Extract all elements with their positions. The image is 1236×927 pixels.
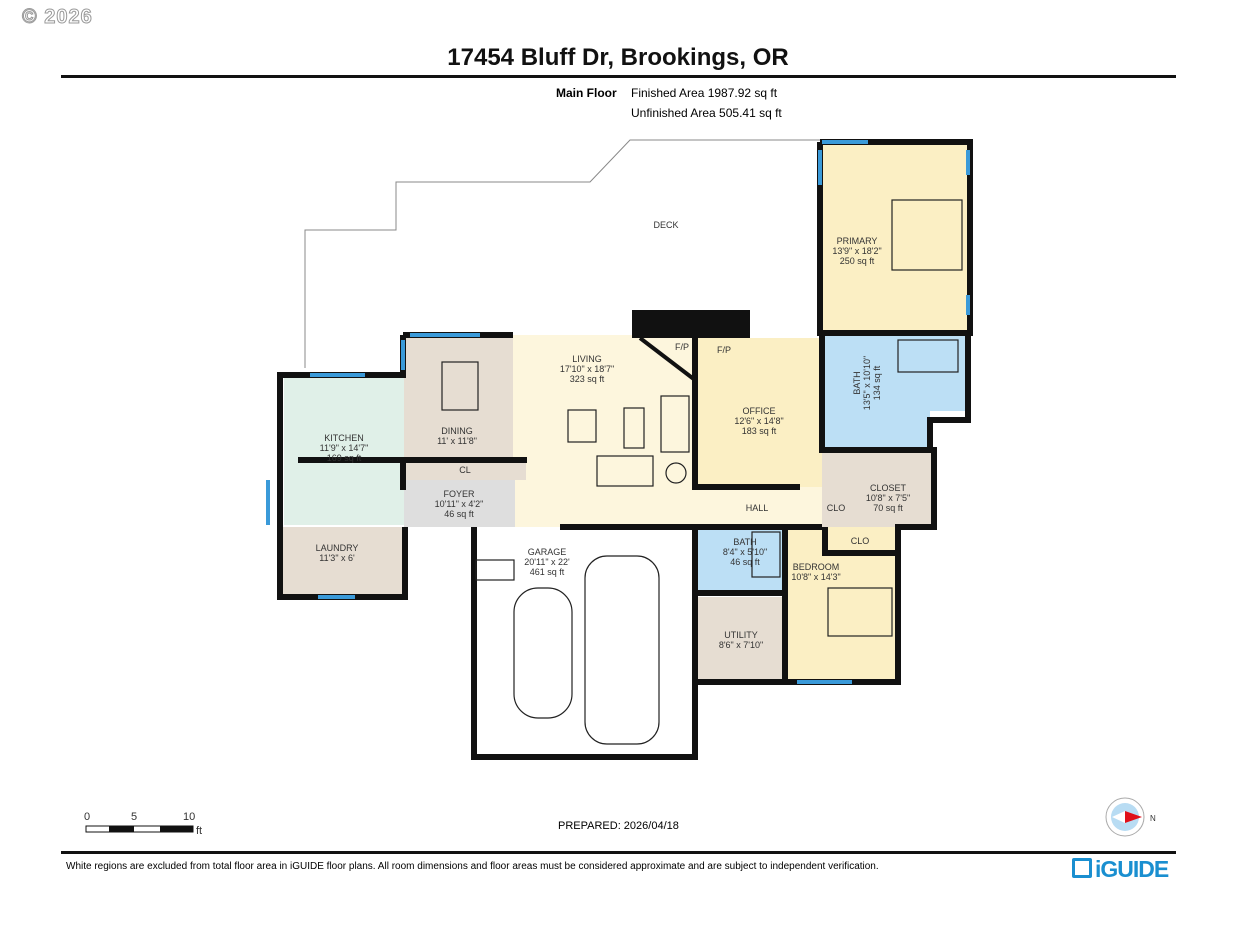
room-area-closet: 70 sq ft bbox=[873, 503, 903, 513]
windows bbox=[266, 140, 970, 684]
scale-tick-0: 0 bbox=[84, 811, 90, 823]
scale-unit: ft bbox=[196, 825, 202, 837]
stairs-icon bbox=[475, 559, 515, 581]
room-dims-bedroom: 10'8" x 14'3" bbox=[791, 572, 840, 582]
room-fills bbox=[281, 142, 968, 757]
room-dims-bath2: 8'4" x 5'10" bbox=[723, 547, 767, 557]
compass-icon: N bbox=[1105, 797, 1156, 837]
scale-bar: 0 5 10 ft bbox=[84, 811, 202, 837]
finished-area: Finished Area 1987.92 sq ft bbox=[631, 86, 778, 100]
header-divider bbox=[61, 75, 1176, 78]
side-table-icon bbox=[665, 462, 687, 484]
room-labels: PRIMARY 13'9" x 18'2" 250 sq ft BATH 13'… bbox=[316, 236, 911, 650]
room-name-primary: PRIMARY bbox=[837, 236, 878, 246]
furniture bbox=[441, 199, 963, 745]
room-name-cl: CL bbox=[459, 465, 471, 475]
room-foyer bbox=[404, 480, 515, 527]
page-title: 17454 Bluff Dr, Brookings, OR bbox=[447, 44, 789, 71]
fireplace-hearth-line bbox=[638, 336, 697, 382]
dining-table-icon bbox=[441, 361, 479, 411]
room-primary bbox=[820, 142, 968, 333]
scale-tick-10: 10 bbox=[183, 811, 195, 823]
room-area-primary: 250 sq ft bbox=[840, 256, 875, 266]
room-area-garage: 461 sq ft bbox=[530, 567, 565, 577]
room-label-deck: DECK bbox=[653, 220, 678, 230]
compass-north-label: N bbox=[1150, 814, 1156, 823]
room-dims-living: 17'10" x 18'7" bbox=[560, 364, 614, 374]
room-name-office: OFFICE bbox=[743, 406, 776, 416]
room-area-foyer: 46 sq ft bbox=[444, 509, 474, 519]
chair-icon bbox=[567, 409, 597, 443]
room-utility bbox=[696, 597, 785, 680]
car-icon bbox=[513, 587, 573, 719]
room-area-primary-bath: 134 sq ft bbox=[872, 365, 882, 400]
floor-name: Main Floor bbox=[556, 86, 617, 100]
room-name-primary-bath: BATH bbox=[852, 371, 862, 394]
iguide-logo: iGUIDE bbox=[1072, 856, 1169, 883]
room-name-clo: CLO bbox=[851, 536, 870, 546]
room-primary-bath-wc bbox=[823, 408, 930, 448]
fireplace-label-office: F/P bbox=[717, 345, 731, 355]
room-name-foyer: FOYER bbox=[443, 489, 475, 499]
room-hall bbox=[535, 487, 825, 527]
room-dims-primary-bath: 13'5" x 10'10" bbox=[862, 356, 872, 410]
room-area-kitchen: 169 sq ft bbox=[327, 453, 362, 463]
room-area-living: 323 sq ft bbox=[570, 374, 605, 384]
room-bedroom bbox=[785, 527, 898, 680]
room-dims-primary: 13'9" x 18'2" bbox=[832, 246, 881, 256]
room-laundry bbox=[281, 527, 405, 595]
room-name-clo-small: CLO bbox=[827, 503, 846, 513]
room-clo-small bbox=[822, 490, 845, 527]
room-dims-dining: 11' x 11'8" bbox=[437, 436, 477, 446]
disclaimer: White regions are excluded from total fl… bbox=[66, 861, 879, 872]
room-dining bbox=[403, 335, 513, 460]
prepared-date: PREPARED: 2026/04/18 bbox=[558, 820, 679, 832]
unfinished-area: Unfinished Area 505.41 sq ft bbox=[631, 106, 782, 120]
walls bbox=[277, 139, 973, 760]
room-name-laundry: LAUNDRY bbox=[316, 543, 359, 553]
room-name-bedroom: BEDROOM bbox=[793, 562, 840, 572]
room-dims-foyer: 10'11" x 4'2" bbox=[435, 499, 484, 509]
coffee-table-icon bbox=[623, 407, 645, 449]
bed-icon bbox=[827, 587, 893, 637]
deck-outline bbox=[304, 139, 820, 368]
room-dims-utility: 8'6" x 7'10" bbox=[719, 640, 763, 650]
room-name-hall: HALL bbox=[746, 503, 769, 513]
logo-box-icon bbox=[1072, 858, 1092, 878]
room-closet-cl bbox=[404, 460, 526, 480]
room-dims-laundry: 11'3" x 6' bbox=[319, 553, 355, 563]
room-bath2 bbox=[696, 528, 784, 590]
logo-text: iGUIDE bbox=[1095, 856, 1169, 882]
room-dims-office: 12'6" x 14'8" bbox=[734, 416, 783, 426]
room-name-garage: GARAGE bbox=[528, 547, 567, 557]
room-name-closet: CLOSET bbox=[870, 483, 907, 493]
room-name-bath2: BATH bbox=[733, 537, 756, 547]
room-kitchen bbox=[284, 375, 404, 525]
bed-icon bbox=[891, 199, 963, 271]
room-name-dining: DINING bbox=[441, 426, 473, 436]
sofa-icon bbox=[596, 455, 654, 487]
fireplace-label-living: F/P bbox=[675, 342, 689, 352]
room-name-kitchen: KITCHEN bbox=[324, 433, 364, 443]
room-name-living: LIVING bbox=[572, 354, 602, 364]
copyright-watermark: © 2026 bbox=[22, 6, 93, 29]
room-dims-kitchen: 11'9" x 14'7" bbox=[320, 443, 369, 453]
fireplace-icon bbox=[632, 310, 750, 338]
room-primary-bath bbox=[823, 335, 966, 411]
room-dims-closet: 10'8" x 7'5" bbox=[866, 493, 910, 503]
tub-icon bbox=[751, 531, 781, 578]
footer-divider bbox=[61, 851, 1176, 854]
room-area-office: 183 sq ft bbox=[742, 426, 777, 436]
sofa-icon bbox=[660, 395, 690, 453]
truck-icon bbox=[584, 555, 660, 745]
scale-tick-5: 5 bbox=[131, 811, 137, 823]
room-area-bath2: 46 sq ft bbox=[730, 557, 760, 567]
room-office bbox=[695, 338, 822, 488]
room-name-utility: UTILITY bbox=[724, 630, 758, 640]
tub-icon bbox=[897, 339, 959, 373]
room-dims-garage: 20'11" x 22' bbox=[524, 557, 570, 567]
